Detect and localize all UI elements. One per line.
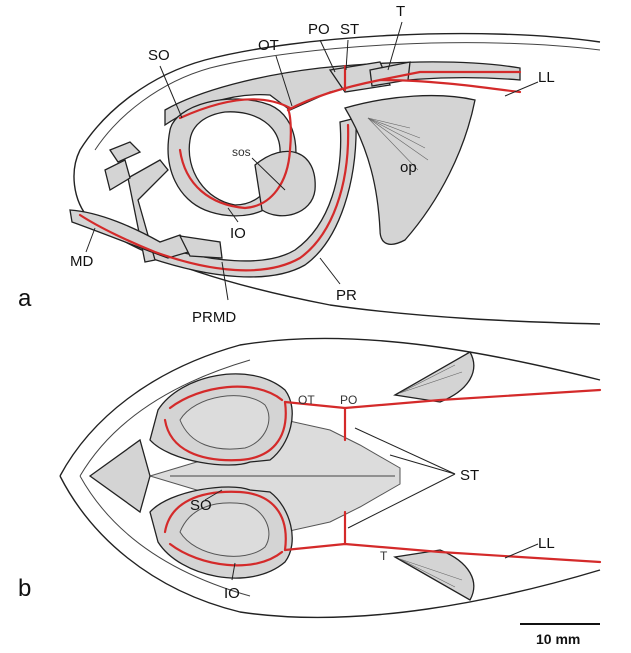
suborbital-shelf-bone xyxy=(255,151,315,215)
label-a-LL: LL xyxy=(538,69,555,86)
label-a-OT: OT xyxy=(258,37,279,54)
dentary-bone xyxy=(70,210,195,258)
label-a-IO: IO xyxy=(230,225,246,242)
label-a-PR: PR xyxy=(336,287,357,304)
label-a-T: T xyxy=(396,3,405,20)
panel-a-lateral-view: SO OT PO ST T LL sos op IO MD PR PRMD a xyxy=(18,3,600,326)
label-b-T: T xyxy=(380,549,388,563)
scale-bar: 10 mm xyxy=(520,624,600,647)
label-b-PO: PO xyxy=(340,393,357,407)
opercle-b-lower xyxy=(395,550,474,600)
scale-bar-label: 10 mm xyxy=(536,631,580,647)
panel-b-dorsal-view: OT PO ST SO T LL IO b xyxy=(18,338,600,617)
label-a-op: op xyxy=(400,159,417,176)
label-b-IO: IO xyxy=(224,585,240,602)
opercle-b-upper xyxy=(395,352,474,402)
label-a-PO: PO xyxy=(308,21,330,38)
snout-bone-b xyxy=(90,440,150,512)
label-b-LL: LL xyxy=(538,535,555,552)
label-b-SO: SO xyxy=(190,497,212,514)
label-b-OT: OT xyxy=(298,393,315,407)
panel-label-b: b xyxy=(18,575,31,602)
label-b-ST: ST xyxy=(460,467,479,484)
label-a-ST: ST xyxy=(340,21,359,38)
label-a-MD: MD xyxy=(70,253,93,270)
snout-bones xyxy=(110,142,140,162)
premaxilla-bone xyxy=(105,160,130,190)
label-a-SO: SO xyxy=(148,47,170,64)
label-a-sos: sos xyxy=(232,145,251,159)
belly-outline-a xyxy=(90,220,600,324)
panel-label-a: a xyxy=(18,285,32,312)
label-a-PRMD: PRMD xyxy=(192,309,236,326)
